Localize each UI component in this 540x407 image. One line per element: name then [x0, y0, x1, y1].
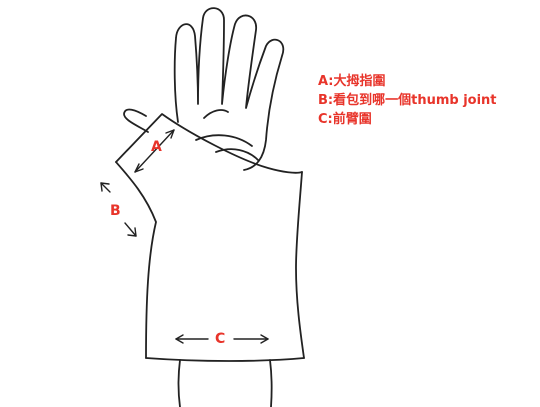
arrow-a-line — [134, 129, 175, 173]
forearm-left — [177, 359, 181, 407]
arrow-c-head-2 — [260, 334, 269, 344]
arrow-a-head-2 — [165, 129, 175, 139]
glove-right-edge — [295, 171, 305, 359]
label-a: A — [151, 139, 162, 155]
palm-crease-3 — [203, 109, 229, 119]
label-c: C — [215, 331, 226, 347]
glove-left-edge — [115, 161, 157, 359]
thumb-outline — [123, 108, 149, 133]
forearm-right — [269, 359, 273, 407]
measurement-legend: A:大拇指圍 B:看包到哪一個thumb joint C:前臂圍 — [318, 72, 497, 129]
arrow-a-head-1 — [134, 163, 144, 173]
legend-item-b: B:看包到哪一個thumb joint — [318, 93, 497, 108]
glove-bottom-edge — [145, 357, 305, 362]
arrow-b-head-2 — [127, 227, 137, 237]
legend-item-a: A:大拇指圍 — [318, 74, 386, 89]
palm-crease-2 — [215, 148, 259, 161]
glove-top-edge — [115, 113, 303, 174]
arrow-c-head-1 — [175, 334, 184, 344]
arrow-b-bottom — [124, 222, 137, 237]
hand-outline — [173, 7, 285, 171]
legend-item-c: C:前臂圍 — [318, 112, 372, 127]
arrow-b-top — [100, 182, 111, 193]
arrow-b-head-1 — [100, 182, 110, 192]
label-b: B — [110, 203, 121, 219]
